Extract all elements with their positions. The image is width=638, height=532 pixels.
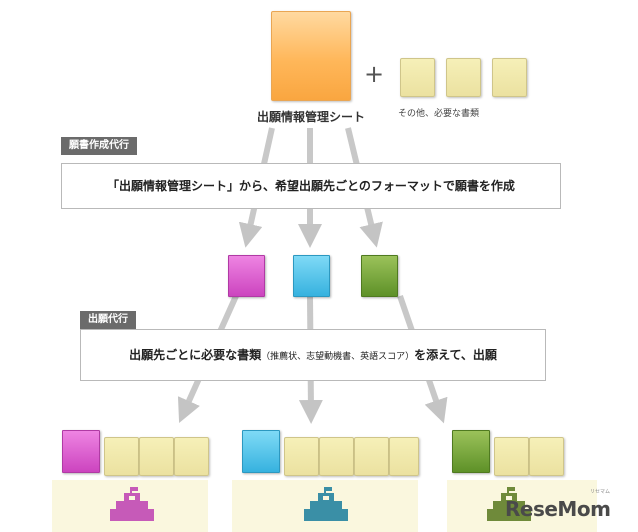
application-info-sheet	[271, 11, 351, 101]
package-b-doc-2	[319, 437, 354, 476]
application-form-school-a	[228, 255, 265, 297]
package-b-doc-1	[284, 437, 319, 476]
step1-description: 「出願情報管理シート」から、希望出願先ごとのフォーマットで願書を作成	[107, 179, 515, 193]
application-form-school-c	[361, 255, 398, 297]
step2-description-box: 出願先ごとに必要な書類（推薦状、志望動機書、英語スコア）を添えて、出願	[80, 329, 546, 381]
other-documents-label: その他、必要な書類	[398, 109, 480, 119]
main-sheet-label: 出願情報管理シート	[256, 110, 365, 124]
step2-description-tail: を添えて、出願	[414, 348, 497, 362]
logo-reading: リセマム	[590, 489, 611, 495]
other-document-2	[446, 58, 481, 97]
plus-sign: +	[364, 60, 385, 88]
package-a-doc-2	[139, 437, 174, 476]
package-c-doc-1	[494, 437, 529, 476]
school-building-b-icon	[304, 487, 348, 521]
step2-tag: 出願代行	[80, 311, 136, 329]
package-b-form	[242, 430, 280, 473]
school-building-c-icon	[487, 487, 531, 521]
package-b-doc-4	[389, 437, 419, 476]
school-building-a-icon	[110, 487, 154, 521]
package-a-doc-3	[174, 437, 209, 476]
package-c-form	[452, 430, 490, 473]
step1-description-box: 「出願情報管理シート」から、希望出願先ごとのフォーマットで願書を作成	[61, 163, 561, 209]
package-a-doc-1	[104, 437, 139, 476]
package-a-form	[62, 430, 100, 473]
package-b-doc-3	[354, 437, 389, 476]
other-document-1	[400, 58, 435, 97]
step1-tag: 願書作成代行	[61, 137, 137, 155]
resemom-logo: ReseMom	[505, 497, 611, 521]
application-form-school-b	[293, 255, 330, 297]
other-document-3	[492, 58, 527, 97]
package-c-doc-2	[529, 437, 564, 476]
step2-description-paren: （推薦状、志望動機書、英語スコア）	[261, 352, 415, 362]
step2-description-main: 出願先ごとに必要な書類	[129, 348, 262, 362]
